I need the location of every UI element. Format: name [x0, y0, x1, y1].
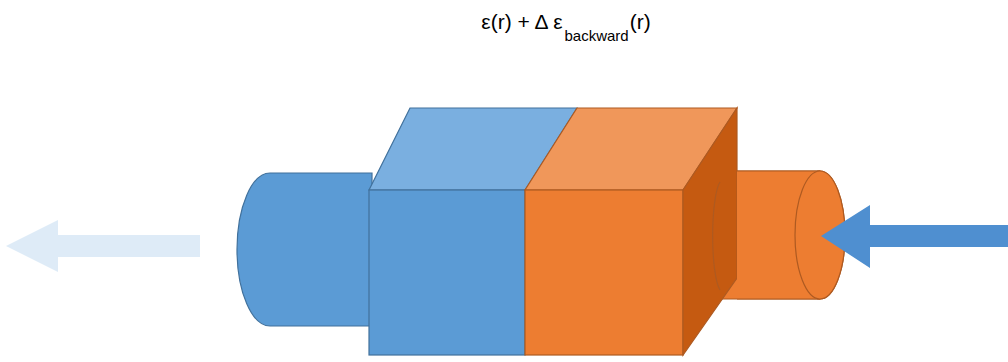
formula: ε(r) + Δ εbackward(r): [481, 10, 650, 34]
blue-cylinder: [237, 173, 372, 326]
incoming-arrow: [821, 205, 1008, 268]
outgoing-arrow: [6, 220, 200, 272]
formula-text: (r): [630, 10, 651, 33]
orange-block: [525, 108, 737, 355]
formula-text: ε(r) + Δ ε: [481, 10, 562, 33]
formula-subscript: backward: [565, 27, 629, 44]
